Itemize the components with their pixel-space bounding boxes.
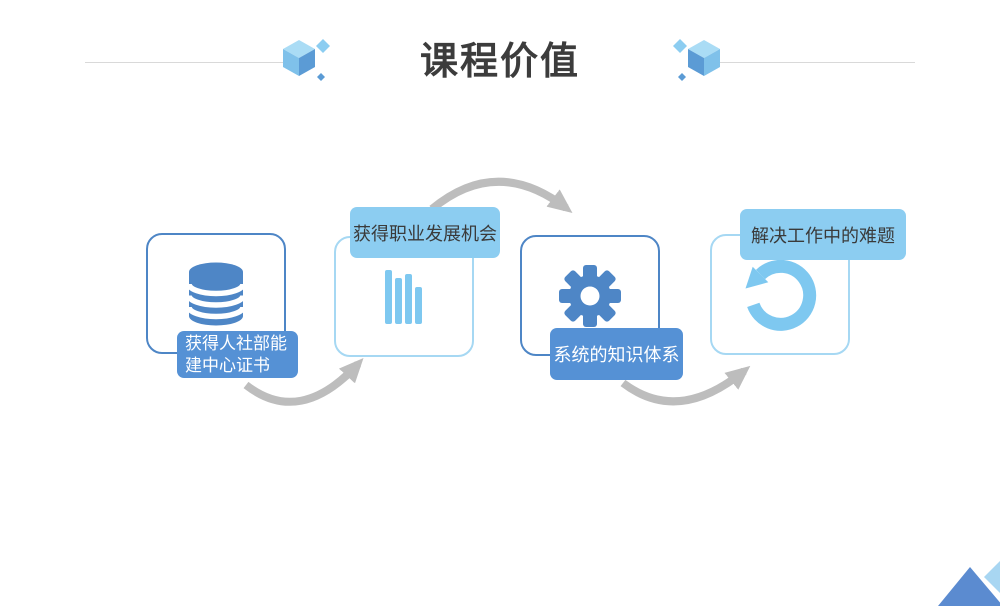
- cube-decoration-right-icon: [666, 34, 722, 95]
- title-divider-left: [85, 62, 285, 63]
- undo-refresh-icon: [745, 259, 817, 331]
- corner-diamond: [984, 561, 1000, 593]
- step-label-certificate: 获得人社部能 建中心证书: [177, 331, 298, 378]
- page-title: 课程价值: [419, 41, 580, 83]
- title-divider-right: [714, 62, 915, 63]
- database-icon: [186, 262, 246, 325]
- step-label-line: 获得人社部能: [185, 333, 287, 353]
- gear-icon: [559, 264, 621, 327]
- cube-decoration-left-icon: [281, 34, 337, 95]
- arrow-step2-to-step3: [429, 177, 573, 213]
- step-label-career: 获得职业发展机会: [350, 207, 500, 258]
- step-label-knowledge: 系统的知识体系: [550, 328, 683, 380]
- step-label-line: 建中心证书: [185, 355, 270, 375]
- bar-chart-icon: [385, 269, 422, 324]
- step-label-problem-solving: 解决工作中的难题: [740, 209, 906, 260]
- corner-triangle: [938, 567, 1000, 606]
- corner-decoration: [938, 561, 1000, 606]
